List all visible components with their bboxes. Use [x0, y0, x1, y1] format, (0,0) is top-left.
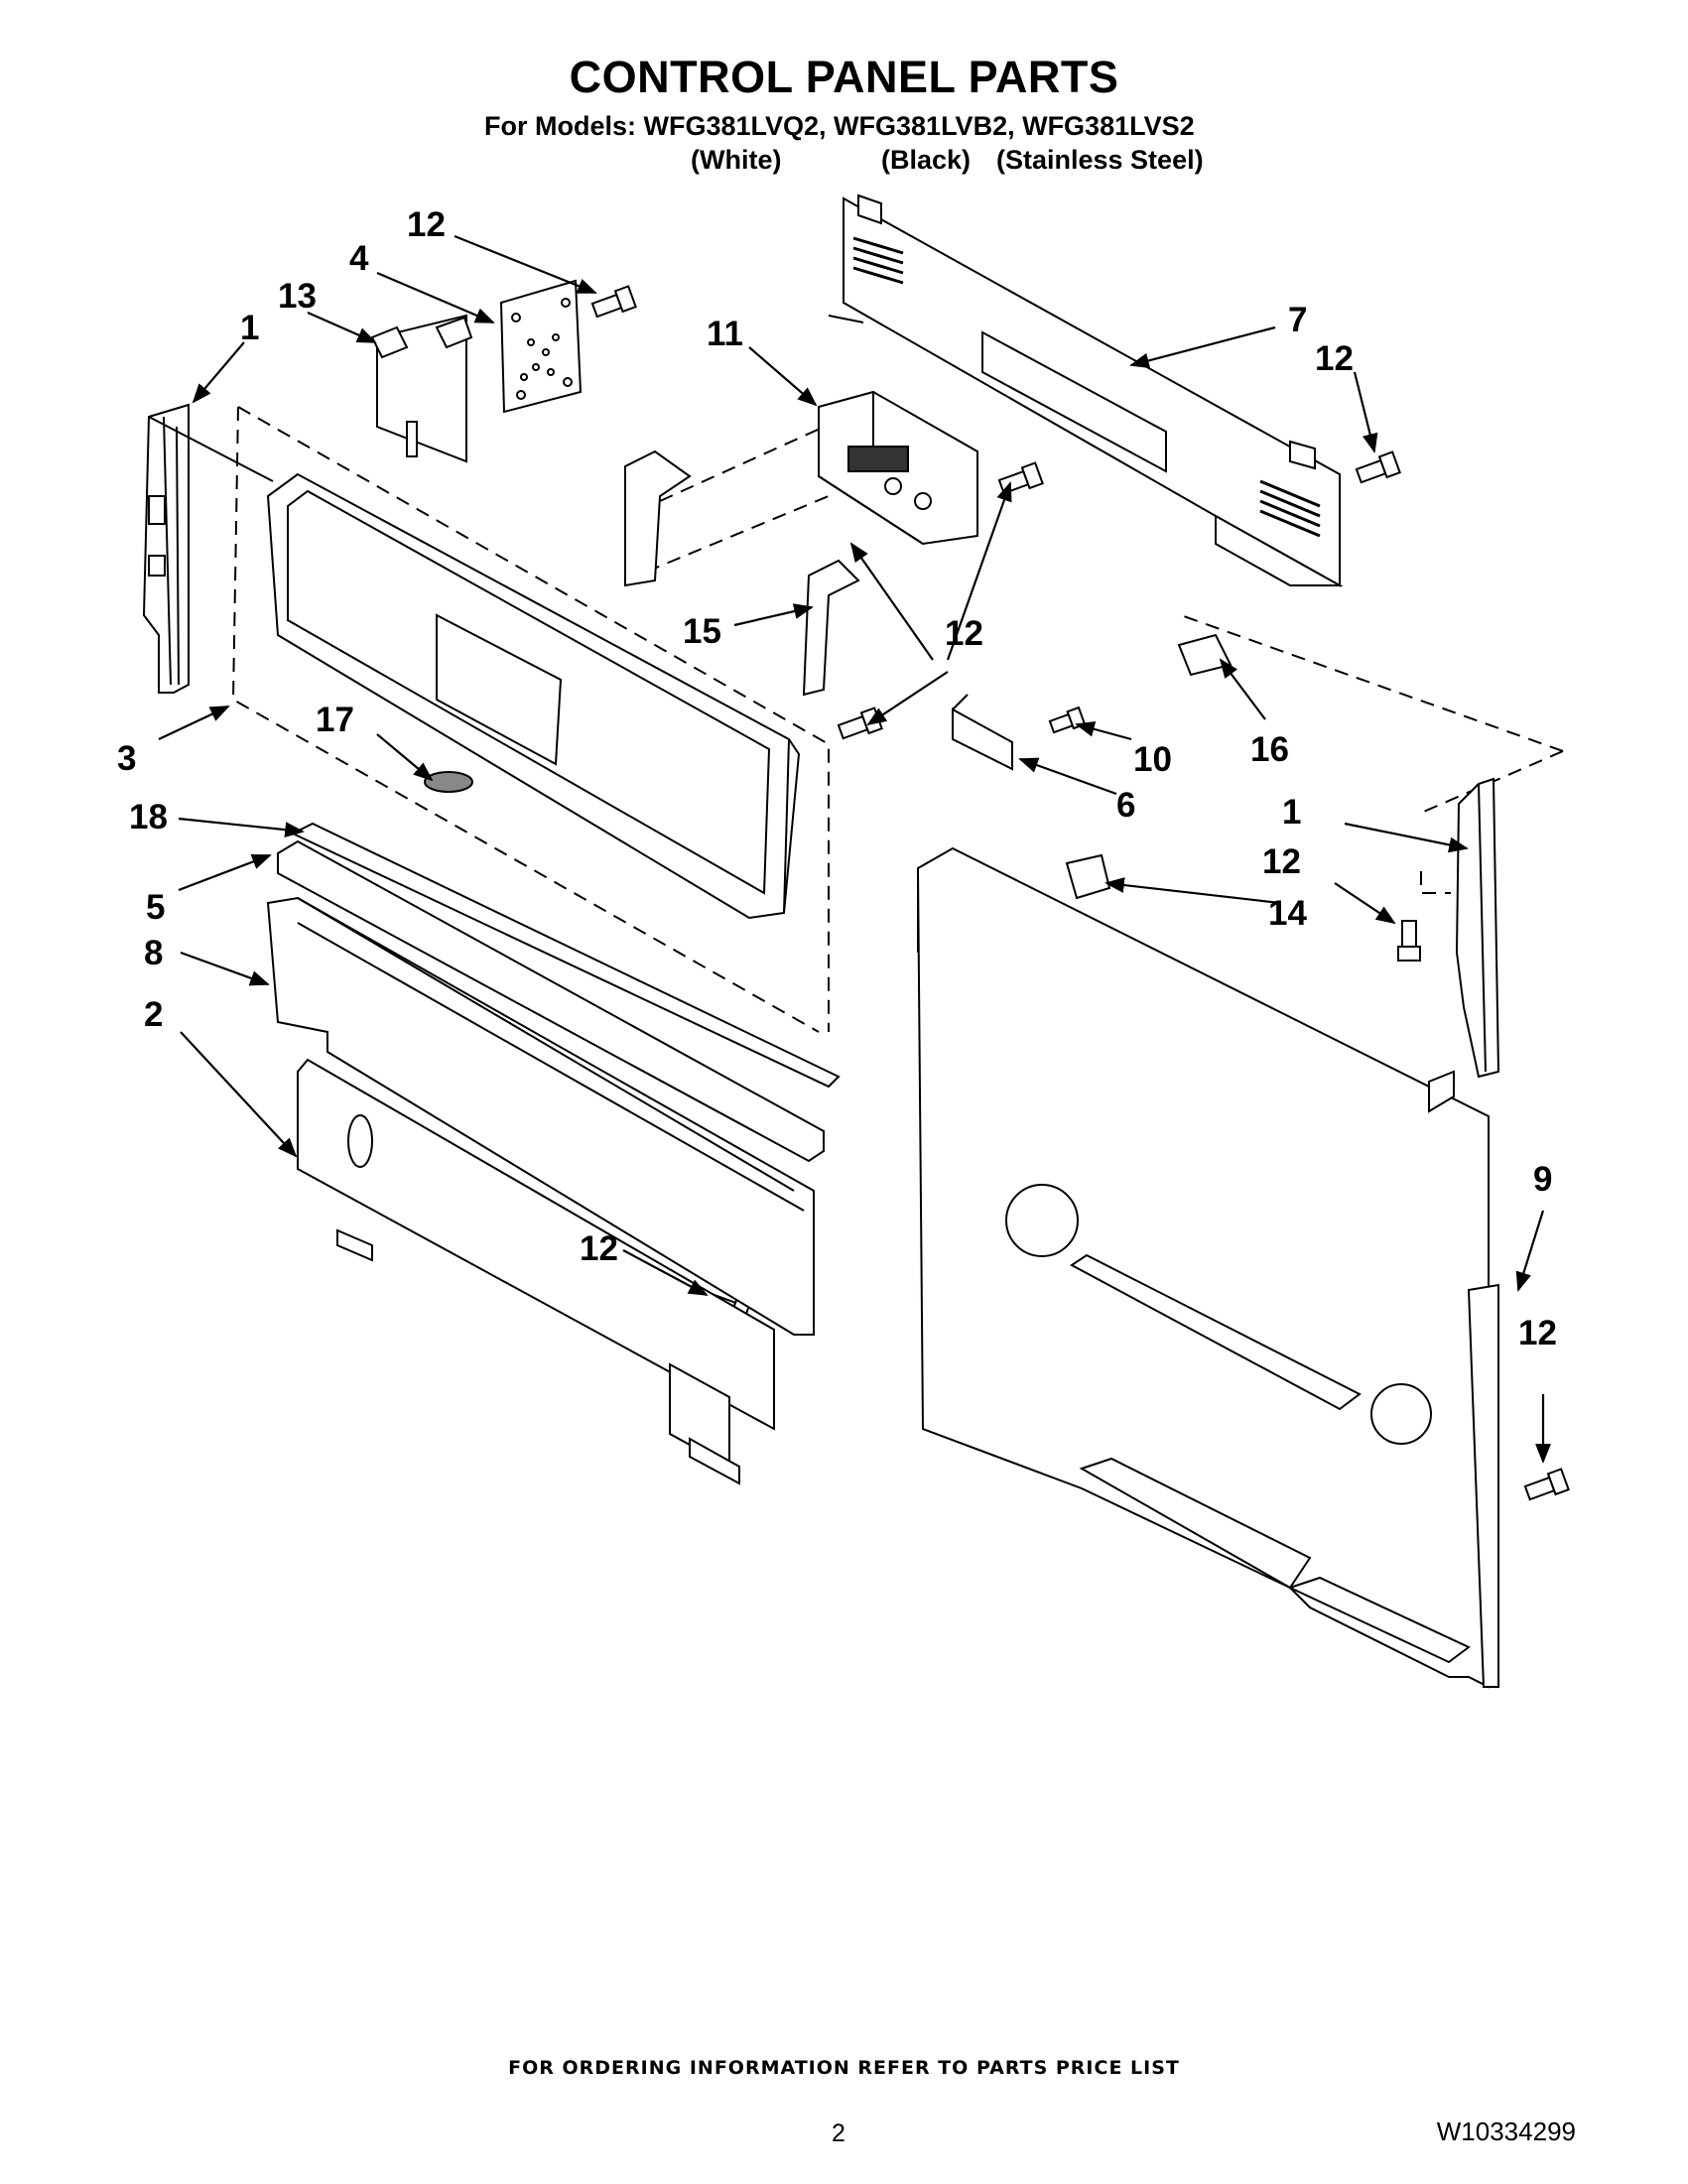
leader-arrows	[158, 234, 1551, 1464]
callout-9: 9	[1533, 1160, 1552, 1199]
callout-13: 13	[278, 277, 317, 316]
ordering-note: FOR ORDERING INFORMATION REFER TO PARTS …	[508, 2057, 1180, 2079]
lower-channel	[266, 896, 815, 1485]
color-white-label: (White)	[691, 145, 782, 175]
circuit-board	[499, 279, 583, 414]
models-line: For Models: WFG381LVQ2, WFG381LVB2, WFG3…	[484, 111, 1195, 141]
callout-1-left: 1	[240, 309, 259, 347]
callout-12-top: 12	[407, 205, 446, 244]
callout-12-right-mid: 12	[1262, 842, 1301, 881]
trim-strips	[277, 822, 841, 1163]
callout-7: 7	[1288, 301, 1307, 339]
rear-bracket	[828, 193, 1344, 587]
callout-10: 10	[1133, 740, 1172, 779]
page-title: CONTROL PANEL PARTS	[569, 52, 1119, 102]
callout-16: 16	[1250, 730, 1289, 769]
callout-8: 8	[144, 934, 163, 972]
callout-4: 4	[349, 239, 369, 278]
callout-labels: 1 13 4 12 11 7 12 15 12 10 6 16 17 3 18 …	[117, 205, 1557, 1352]
display-brackets	[624, 450, 860, 697]
side-bracket-right	[1455, 777, 1500, 1079]
page-number: 2	[832, 2120, 845, 2147]
color-stainless-label: (Stainless Steel)	[996, 145, 1204, 175]
small-parts	[952, 633, 1233, 900]
callout-12-lower-left: 12	[580, 1229, 618, 1268]
callout-12-mid: 12	[945, 614, 983, 653]
board-bracket	[370, 314, 473, 463]
callout-12-lower-right: 12	[1518, 1314, 1557, 1352]
callout-15: 15	[683, 612, 721, 651]
callout-5: 5	[146, 888, 165, 927]
callout-1-right: 1	[1282, 793, 1301, 832]
rear-shield	[916, 846, 1499, 1689]
callout-18: 18	[129, 798, 168, 836]
callout-12-upper-right: 12	[1315, 339, 1354, 378]
callout-2: 2	[144, 995, 163, 1034]
callout-11: 11	[707, 315, 743, 353]
callout-3: 3	[117, 739, 136, 778]
side-bracket-left	[142, 403, 274, 694]
callout-14: 14	[1268, 894, 1307, 933]
callout-6: 6	[1116, 786, 1135, 825]
color-black-label: (Black)	[881, 145, 972, 175]
document-number: W10334299	[1436, 2117, 1576, 2146]
control-panel	[266, 472, 801, 920]
electronic-control	[818, 390, 978, 546]
callout-17: 17	[316, 701, 354, 739]
